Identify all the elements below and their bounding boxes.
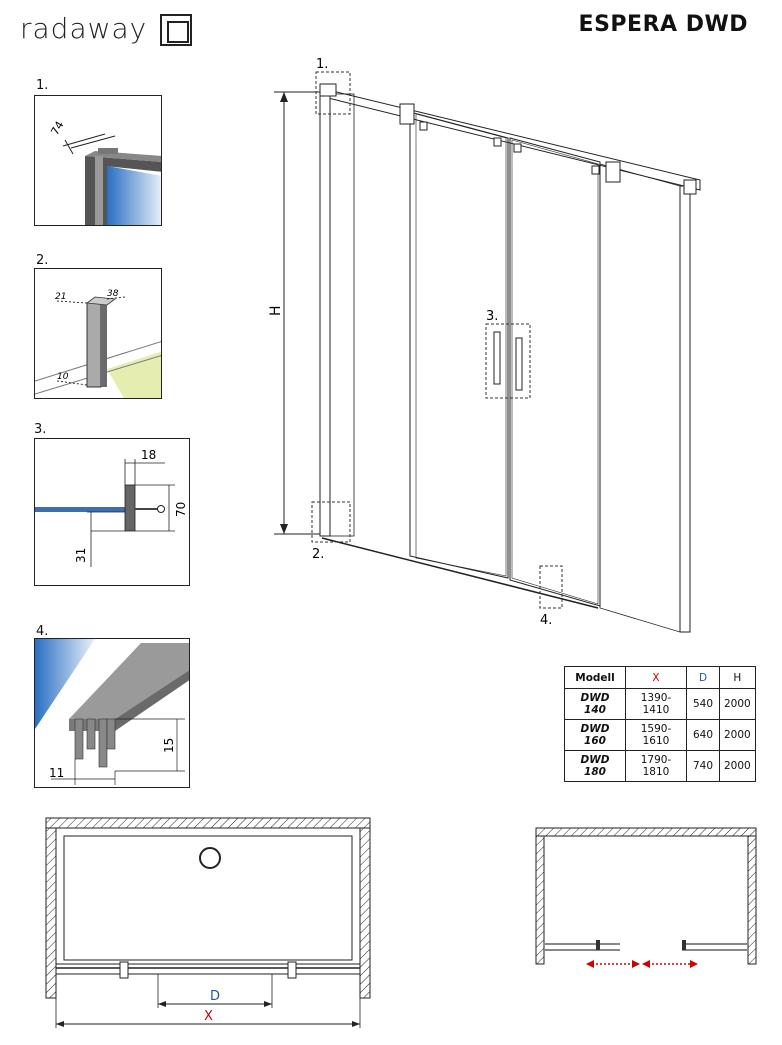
- table-row: DWD 160 1590-1610 640 2000: [564, 719, 756, 751]
- plan-view-drawing: D X: [45, 817, 371, 1028]
- detail-3-dim-70: 70: [174, 502, 188, 517]
- plan-x-label: X: [204, 1009, 213, 1024]
- detail-2-panel: 21 38 10: [34, 268, 162, 399]
- cell-model: DWD 180: [564, 750, 626, 782]
- detail-4-label: 4.: [36, 624, 49, 639]
- detail-2-dim-10: 10: [57, 372, 69, 382]
- cell-h: 2000: [719, 688, 756, 720]
- header-model: Modell: [564, 666, 626, 689]
- table-row: DWD 180 1790-1810 740 2000: [564, 750, 756, 782]
- height-dim-label: H: [268, 305, 284, 316]
- spec-table-header-row: Modell X D H: [564, 666, 756, 689]
- detail-2-dim-38: 38: [107, 289, 119, 299]
- cell-x: 1590-1610: [625, 719, 687, 751]
- detail-1-dim-74: 74: [48, 119, 66, 138]
- callout-2: 2.: [312, 547, 324, 562]
- detail-2-label: 2.: [36, 253, 49, 268]
- detail-4-illustration: 15 11: [35, 639, 189, 785]
- detail-1-illustration: 74: [48, 119, 161, 225]
- detail-4-dim-11: 11: [49, 766, 64, 780]
- cell-x: 1790-1810: [625, 750, 687, 782]
- detail-4-dim-15: 15: [162, 738, 176, 753]
- plan-d-label: D: [210, 989, 220, 1004]
- table-row: DWD 140 1390-1410 540 2000: [564, 688, 756, 720]
- detail-3-panel: 18 70 31: [34, 438, 190, 586]
- cell-d: 540: [686, 688, 720, 720]
- cell-h: 2000: [719, 719, 756, 751]
- cell-model: DWD 160: [564, 719, 626, 751]
- header-h: H: [719, 666, 756, 689]
- opening-schematic: [535, 827, 757, 968]
- main-elevation-drawing: H 1. 2. 3. 4.: [268, 57, 701, 633]
- callout-3: 3.: [486, 309, 498, 324]
- callout-1: 1.: [316, 57, 328, 72]
- detail-3-dim-18: 18: [141, 448, 156, 462]
- callout-4: 4.: [540, 613, 552, 628]
- detail-1-label: 1.: [36, 78, 49, 93]
- detail-3-label: 3.: [34, 422, 47, 437]
- cell-d: 740: [686, 750, 720, 782]
- cell-model: DWD 140: [564, 688, 626, 720]
- detail-1-panel: 74: [34, 95, 162, 226]
- detail-2-illustration: 21 38 10: [35, 289, 161, 398]
- brand-logo-icon: [160, 14, 192, 46]
- page-title: ESPERA DWD: [578, 12, 748, 37]
- cell-h: 2000: [719, 750, 756, 782]
- header-d: D: [686, 666, 720, 689]
- detail-3-illustration: 18 70 31: [35, 448, 188, 567]
- header-x: X: [625, 666, 687, 689]
- detail-3-dim-31: 31: [74, 548, 88, 563]
- spec-table: Modell X D H DWD 140 1390-1410 540 2000 …: [564, 666, 756, 782]
- cell-x: 1390-1410: [625, 688, 687, 720]
- detail-2-dim-21: 21: [55, 292, 66, 302]
- cell-d: 640: [686, 719, 720, 751]
- brand-logo-text: radaway: [20, 12, 148, 45]
- detail-4-panel: 15 11: [34, 638, 190, 788]
